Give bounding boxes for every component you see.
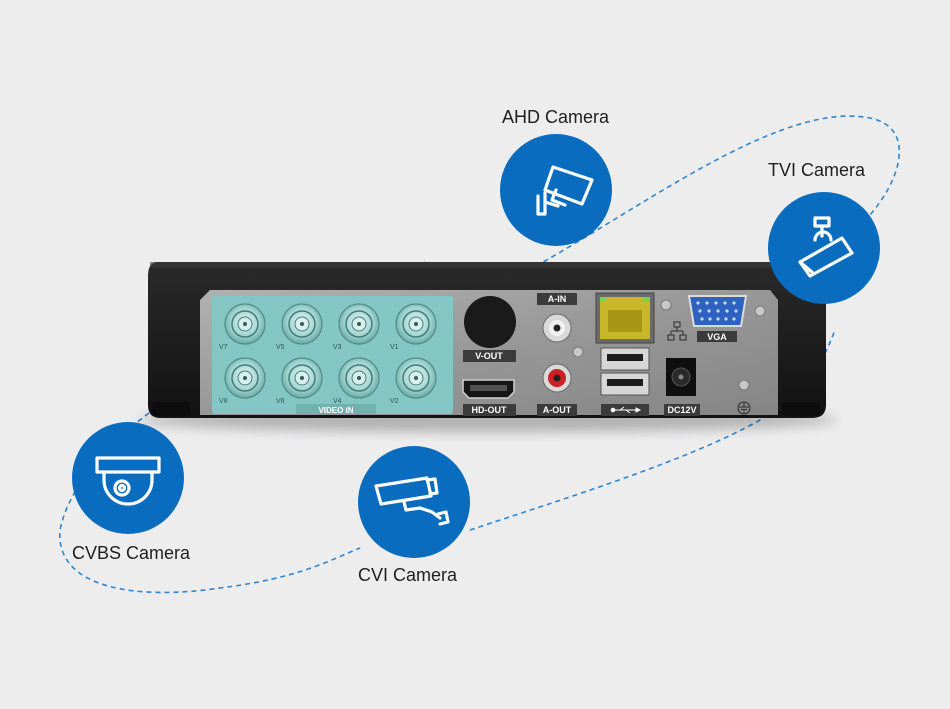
bnc-video-input[interactable] — [395, 303, 437, 345]
v-out-port[interactable] — [464, 296, 516, 348]
ahd-camera-label: AHD Camera — [502, 107, 610, 127]
vga-pin — [707, 309, 711, 313]
dc-label: DC12V — [667, 405, 696, 415]
ground-screw — [738, 379, 750, 391]
vga-label: VGA — [707, 332, 727, 342]
cvbs-camera-badge — [72, 422, 184, 534]
vga-pin — [734, 309, 738, 313]
video-channel-label: V7 — [219, 344, 228, 351]
connection-path — [469, 329, 836, 531]
video-in-label: VIDEO IN — [318, 406, 353, 415]
vga-pin — [716, 317, 720, 321]
vga-pin — [732, 317, 736, 321]
video-channel-label: V5 — [276, 344, 285, 351]
vga-pin — [723, 301, 727, 305]
cvbs-camera-label: CVBS Camera — [72, 543, 191, 563]
video-in-panel — [212, 296, 453, 414]
bnc-video-input[interactable] — [281, 303, 323, 345]
network-icon — [667, 321, 687, 341]
vga-pin — [724, 317, 728, 321]
bnc-video-input[interactable] — [281, 357, 323, 399]
tvi-camera-badge — [768, 192, 880, 304]
a-out-label: A-OUT — [543, 405, 572, 415]
connection-path — [59, 261, 426, 594]
box-camera-icon — [374, 476, 450, 526]
ahd-camera-badge — [500, 134, 612, 246]
bullet-camera-ceiling-mount-icon — [798, 216, 854, 278]
vga-pin — [725, 309, 729, 313]
video-channel-label: V4 — [333, 398, 342, 405]
tvi-camera-label: TVI Camera — [768, 160, 866, 180]
video-channel-label: V8 — [219, 398, 228, 405]
hd-out-label: HD-OUT — [472, 405, 507, 415]
a-in-label: A-IN — [548, 294, 567, 304]
cvi-camera-badge — [358, 446, 470, 558]
bullet-camera-wall-mount-icon — [536, 165, 594, 216]
video-channel-label: V3 — [333, 344, 342, 351]
vga-pin — [714, 301, 718, 305]
dome-camera-icon — [95, 456, 161, 506]
video-channel-label: V1 — [390, 344, 399, 351]
v-out-label: V-OUT — [475, 351, 503, 361]
bnc-video-input[interactable] — [338, 303, 380, 345]
video-channel-label: V6 — [276, 398, 285, 405]
bnc-video-input[interactable] — [224, 357, 266, 399]
video-channel-label: V2 — [390, 398, 399, 405]
vga-pin — [696, 301, 700, 305]
vga-pin — [698, 309, 702, 313]
dvr-foot — [782, 402, 820, 416]
connection-path — [519, 115, 901, 276]
usb-icon — [610, 406, 642, 414]
cvi-camera-label: CVI Camera — [358, 565, 458, 585]
vga-pin — [732, 301, 736, 305]
vga-pin — [705, 301, 709, 305]
bnc-video-input[interactable] — [224, 303, 266, 345]
vga-pin — [716, 309, 720, 313]
vga-pin — [700, 317, 704, 321]
bnc-video-input[interactable] — [338, 357, 380, 399]
ground-icon — [737, 401, 751, 415]
bnc-video-input[interactable] — [395, 357, 437, 399]
vga-pin — [708, 317, 712, 321]
dvr-foot — [152, 402, 190, 416]
